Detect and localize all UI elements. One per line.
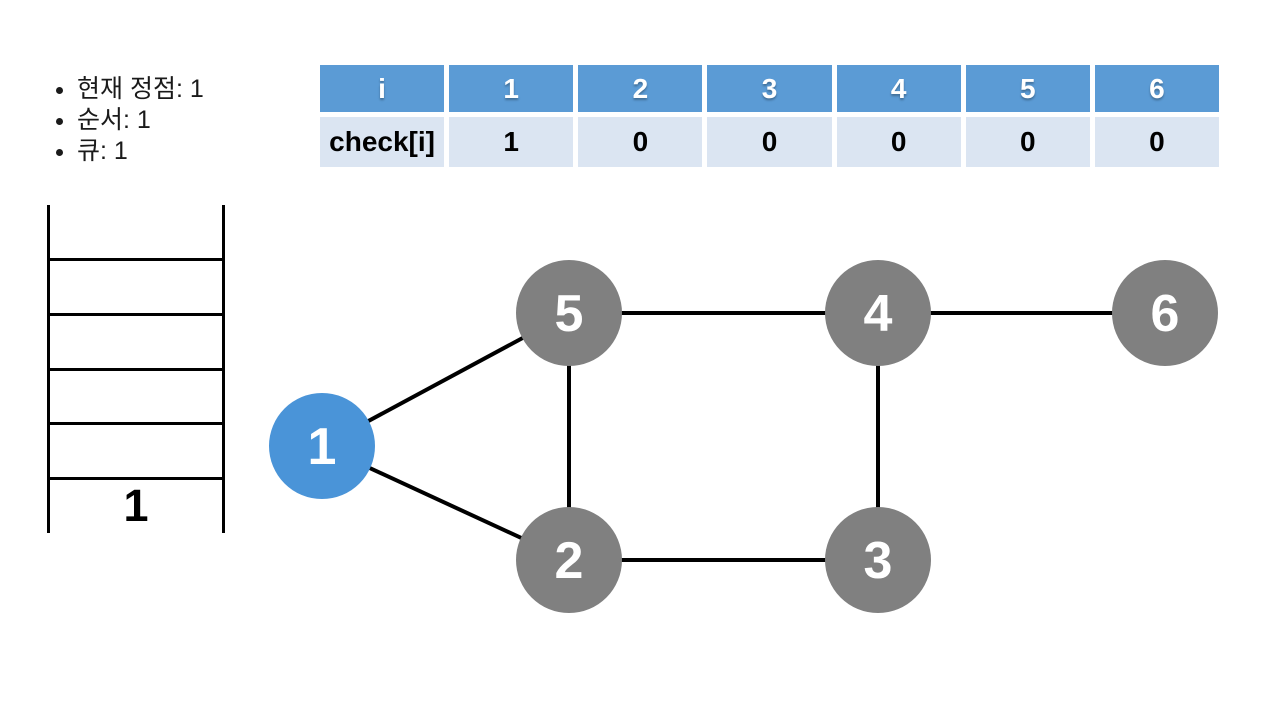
queue-item: 1 <box>123 479 149 531</box>
queue-rung <box>47 312 225 316</box>
graph-node-6: 6 <box>1112 260 1218 366</box>
table-header-cell: 5 <box>965 65 1090 112</box>
table-header-cell: 6 <box>1094 65 1219 112</box>
queue: 1 <box>47 205 225 533</box>
graph-node-3: 3 <box>825 507 931 613</box>
table-header-cell: 2 <box>578 65 703 112</box>
table-header-i: i <box>320 65 445 112</box>
graph-node-4: 4 <box>825 260 931 366</box>
table-value-cell: 0 <box>965 117 1090 167</box>
graph-node-label: 5 <box>555 285 584 343</box>
table-header-cell: 1 <box>449 65 574 112</box>
queue-rung <box>47 422 225 426</box>
table-value-cell: 1 <box>449 117 574 167</box>
table-header-cell: 3 <box>707 65 832 112</box>
graph-node-circle <box>516 507 622 613</box>
status-item: 순서: 1 <box>77 105 204 136</box>
graph-node-label: 4 <box>864 285 893 343</box>
graph-node-1: 1 <box>269 393 375 499</box>
graph-node-circle <box>269 393 375 499</box>
graph-node-circle <box>1112 260 1218 366</box>
graph-node-5: 5 <box>516 260 622 366</box>
graph-node-label: 3 <box>864 532 893 590</box>
queue-rung <box>47 258 225 262</box>
table-header-cell: 4 <box>836 65 961 112</box>
queue-rung <box>47 476 225 480</box>
status-item: 큐: 1 <box>77 136 204 167</box>
graph-node-label: 2 <box>555 532 584 590</box>
table-value-cell: 0 <box>707 117 832 167</box>
graph-node-circle <box>825 260 931 366</box>
graph-node-circle <box>516 260 622 366</box>
table-row-label: check[i] <box>320 117 445 167</box>
status-item: 현재 정점: 1 <box>77 74 204 105</box>
queue-rung <box>47 367 225 371</box>
table-value-cell: 0 <box>578 117 703 167</box>
graph-node-label: 6 <box>1151 285 1180 343</box>
graph-node-circle <box>825 507 931 613</box>
graph-node-label: 1 <box>308 418 337 476</box>
table-value-cell: 0 <box>1094 117 1219 167</box>
status-list: 현재 정점: 1순서: 1큐: 1 <box>55 74 204 167</box>
table-value-cell: 0 <box>836 117 961 167</box>
graph-node-2: 2 <box>516 507 622 613</box>
